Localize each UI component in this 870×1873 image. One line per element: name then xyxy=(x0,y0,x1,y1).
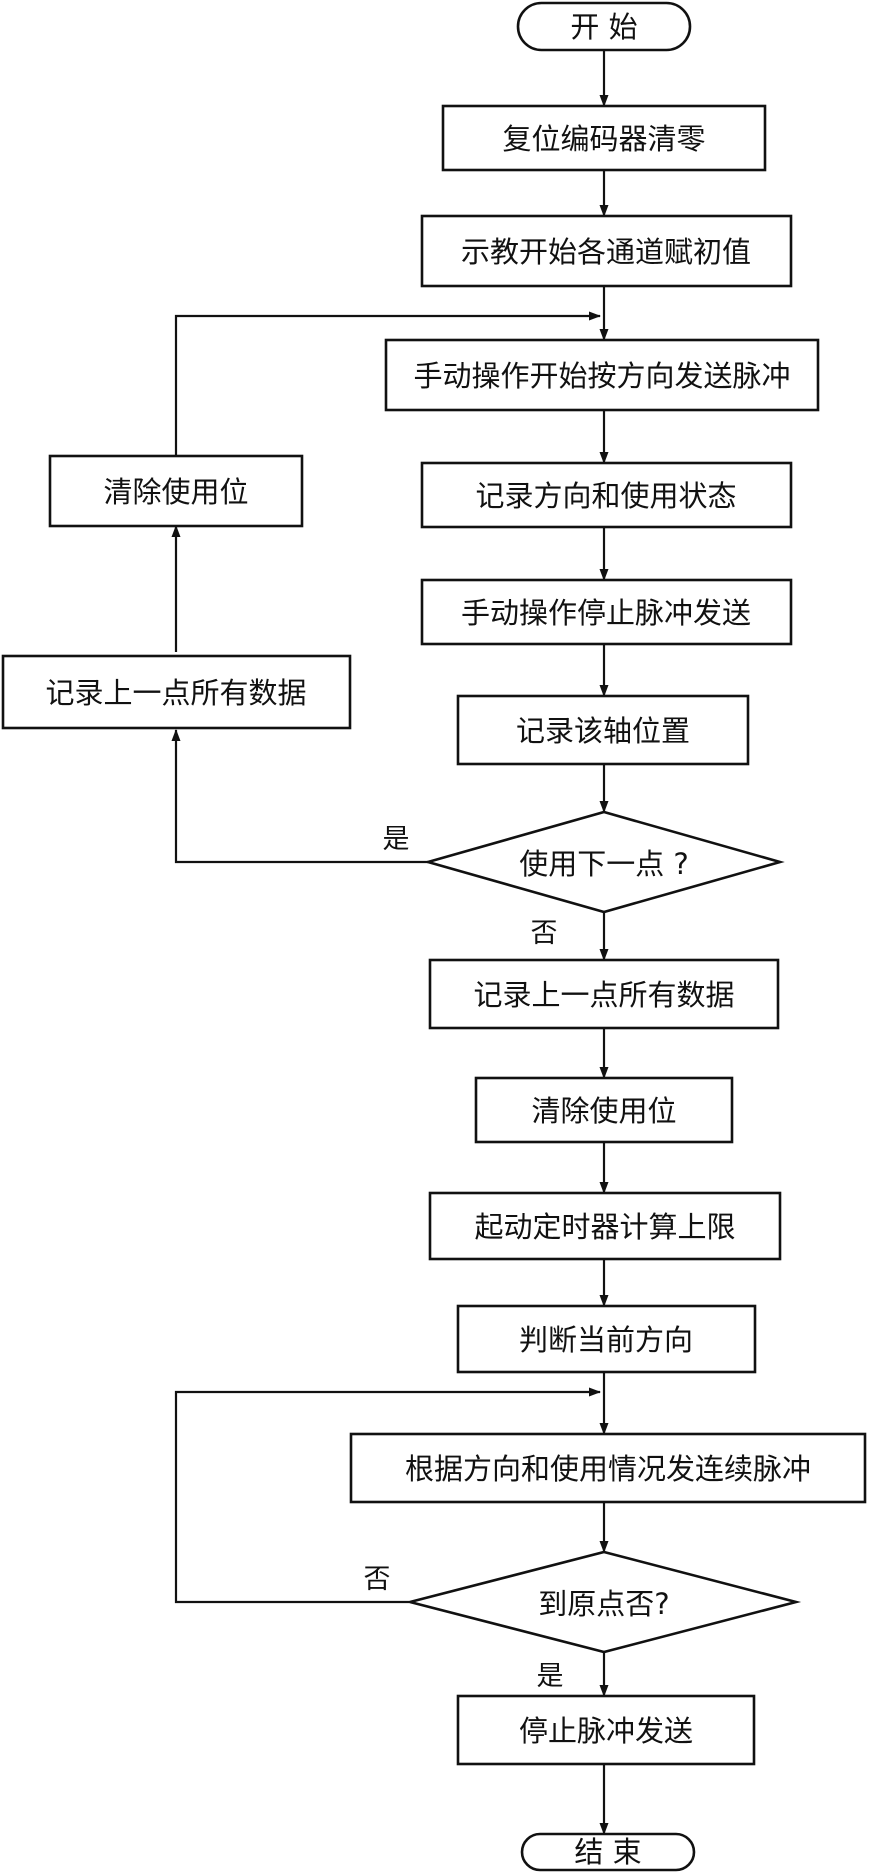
svg-text:示教开始各通道赋初值: 示教开始各通道赋初值 xyxy=(461,235,751,269)
start-terminal: 开 始 xyxy=(516,1,692,52)
origin-no-label: 否 xyxy=(364,1564,391,1595)
svg-text:根据方向和使用情况发连续脉冲: 根据方向和使用情况发连续脉冲 xyxy=(405,1452,811,1486)
svg-text:记录该轴位置: 记录该轴位置 xyxy=(516,714,690,748)
start-timer-box: 起动定时器计算上限 xyxy=(428,1191,782,1261)
record-direction-box: 记录方向和使用状态 xyxy=(420,461,793,529)
use-next-no-label: 否 xyxy=(531,918,558,949)
svg-text:到原点否?: 到原点否? xyxy=(538,1587,669,1621)
svg-text:使用下一点 ?: 使用下一点 ? xyxy=(519,847,689,881)
connectors xyxy=(171,50,609,1835)
svg-text:记录上一点所有数据: 记录上一点所有数据 xyxy=(473,978,734,1012)
clear-use-box: 清除使用位 xyxy=(474,1076,734,1144)
svg-text:清除使用位: 清除使用位 xyxy=(531,1094,676,1128)
manual-stop-box: 手动操作停止脉冲发送 xyxy=(420,578,793,646)
record-all-left-box: 记录上一点所有数据 xyxy=(1,654,352,730)
reset-encoder-box: 复位编码器清零 xyxy=(441,104,767,172)
record-all-box: 记录上一点所有数据 xyxy=(428,958,780,1030)
svg-text:清除使用位: 清除使用位 xyxy=(103,475,248,509)
end-terminal: 结 束 xyxy=(520,1832,696,1872)
svg-text:复位编码器清零: 复位编码器清零 xyxy=(502,122,705,156)
clear-use-left-box: 清除使用位 xyxy=(48,454,304,528)
svg-text:起动定时器计算上限: 起动定时器计算上限 xyxy=(474,1210,735,1244)
svg-text:判断当前方向: 判断当前方向 xyxy=(519,1323,693,1357)
teach-init-box: 示教开始各通道赋初值 xyxy=(420,214,793,288)
manual-send-box: 手动操作开始按方向发送脉冲 xyxy=(384,338,820,412)
at-origin-decision: 到原点否? xyxy=(409,1550,802,1654)
send-continuous-box: 根据方向和使用情况发连续脉冲 xyxy=(349,1432,867,1504)
svg-text:记录方向和使用状态: 记录方向和使用状态 xyxy=(475,479,736,513)
svg-text:手动操作停止脉冲发送: 手动操作停止脉冲发送 xyxy=(461,596,751,630)
svg-text:手动操作开始按方向发送脉冲: 手动操作开始按方向发送脉冲 xyxy=(413,359,790,393)
edge-clear-left-to-manual xyxy=(174,311,601,456)
judge-direction-box: 判断当前方向 xyxy=(456,1304,757,1374)
start-label: 开 始 xyxy=(570,10,637,44)
svg-text:停止脉冲发送: 停止脉冲发送 xyxy=(519,1714,693,1748)
record-axis-box: 记录该轴位置 xyxy=(456,694,750,766)
end-label: 结 束 xyxy=(574,1835,641,1869)
edge-decision-yes-to-record-left xyxy=(171,729,428,864)
use-next-decision: 使用下一点 ? xyxy=(423,810,785,914)
origin-yes-label: 是 xyxy=(537,1661,564,1692)
svg-text:记录上一点所有数据: 记录上一点所有数据 xyxy=(45,676,306,710)
use-next-yes-label: 是 xyxy=(383,824,410,855)
edge-origin-no-loop xyxy=(174,1387,601,1604)
stop-pulse-box: 停止脉冲发送 xyxy=(456,1694,756,1766)
